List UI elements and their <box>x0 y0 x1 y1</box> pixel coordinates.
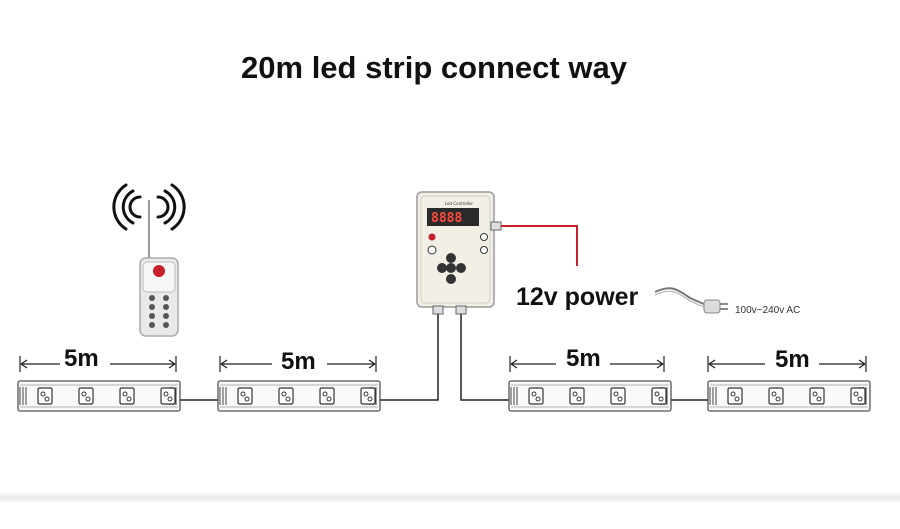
led-chip <box>768 387 784 405</box>
ac-voltage-label: 100v~240v AC <box>735 305 801 316</box>
led-chip <box>160 387 176 405</box>
strip-length-label: 5m <box>281 348 316 375</box>
led-chip <box>237 387 253 405</box>
strip-length-label: 5m <box>775 346 810 373</box>
strip-length-label: 5m <box>566 345 601 372</box>
led-strip <box>707 380 871 412</box>
led-chip <box>319 387 335 405</box>
strip-length-label: 5m <box>64 345 99 372</box>
led-chip <box>278 387 294 405</box>
led-chip <box>610 387 626 405</box>
bottom-shadow <box>0 492 900 504</box>
led-chip <box>360 387 376 405</box>
led-chip <box>528 387 544 405</box>
diagram-title: 20m led strip connect way <box>241 50 627 85</box>
wireless-signal-icon <box>112 183 186 231</box>
power-plug-icon <box>654 287 728 314</box>
led-strip <box>508 380 672 412</box>
dimension-arrows <box>19 356 867 372</box>
led-strip <box>17 380 181 412</box>
remote-control-icon <box>139 200 179 337</box>
led-chip <box>651 387 667 405</box>
led-chip <box>119 387 135 405</box>
svg-text:8888: 8888 <box>431 211 462 226</box>
power-label: 12v power <box>516 283 639 311</box>
controller-output-wires <box>379 314 509 401</box>
led-controller-icon: 8888 <box>416 191 502 315</box>
led-strips <box>17 380 871 412</box>
led-chip <box>727 387 743 405</box>
power-wire <box>501 225 578 266</box>
led-chip <box>809 387 825 405</box>
led-chip <box>850 387 866 405</box>
controller-title: Led Controller <box>444 201 474 206</box>
led-chip <box>37 387 53 405</box>
led-chip <box>78 387 94 405</box>
led-chip <box>569 387 585 405</box>
led-strip <box>217 380 381 412</box>
